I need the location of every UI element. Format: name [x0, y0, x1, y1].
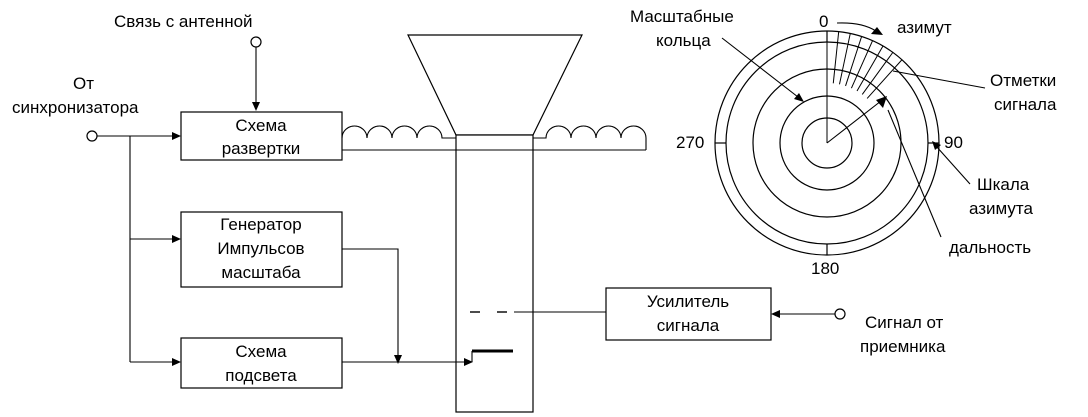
azimuth-scale-callout-arrow	[932, 141, 941, 150]
range-sweep-line	[826, 100, 882, 144]
signal-mark	[845, 36, 863, 87]
crt-screen-funnel	[407, 34, 583, 136]
signal-mark	[861, 52, 894, 95]
scale-to-grid-line	[342, 248, 399, 356]
azimuth-scale-callout	[935, 145, 971, 185]
azimuth-scale-label-line2: азимута	[969, 199, 1034, 218]
sweep-block-line2: развертки	[222, 139, 301, 158]
scale-to-grid-arrow	[394, 355, 402, 364]
amplifier-block-line2: сигнала	[657, 316, 720, 335]
azimuth-180-label: 180	[811, 259, 839, 278]
azimuth-90-label: 90	[944, 133, 963, 152]
sync-to-highlight-arrow	[172, 358, 181, 366]
sync-to-scale-arrow	[172, 235, 181, 243]
deflection-coil-left	[341, 125, 456, 139]
highlight-block-line1: Схема	[235, 342, 287, 361]
antenna-terminal	[250, 36, 262, 48]
azimuth-direction-arrow	[871, 27, 883, 35]
scale-generator-line3: масштаба	[221, 263, 301, 282]
azimuth-label: азимут	[897, 18, 952, 37]
highlight-to-grid-arrow	[464, 358, 473, 366]
signal-marks-callout	[892, 70, 986, 89]
azimuth-270-label: 270	[676, 133, 704, 152]
sweep-block: Схема развертки	[180, 111, 343, 161]
amplifier-block: Усилитель сигнала	[605, 287, 772, 341]
sync-terminal	[86, 130, 98, 142]
receiver-label-line1: Сигнал от	[865, 313, 944, 332]
highlight-block: Схема подсвета	[180, 337, 343, 389]
scale-rings-label-line2: кольца	[656, 31, 711, 50]
antenna-label: Связь с антенной	[114, 12, 253, 31]
deflection-coil-right	[533, 125, 647, 150]
receiver-label-line2: приемника	[860, 337, 946, 356]
signal-mark	[850, 40, 874, 89]
receiver-to-amplifier-arrow	[771, 310, 780, 318]
sync-label-line1: От	[73, 74, 94, 93]
ppi-display	[714, 30, 940, 256]
scale-generator-block: Генератор Импульсов масштаба	[180, 211, 343, 288]
range-callout	[887, 109, 942, 238]
azimuth-direction-arc	[836, 22, 877, 32]
azimuth-scale-label-line1: Шкала	[977, 175, 1030, 194]
scale-rings-callout	[721, 37, 799, 98]
signal-marks-sector	[826, 31, 903, 143]
amplifier-block-line1: Усилитель	[647, 292, 729, 311]
signal-mark	[866, 59, 903, 99]
crt-neck	[455, 134, 534, 413]
signal-marks-label-line2: сигнала	[994, 95, 1057, 114]
azimuth-0-label: 0	[819, 12, 828, 31]
sync-to-sweep-arrow	[172, 132, 181, 140]
signal-mark	[838, 33, 851, 85]
receiver-terminal	[834, 308, 846, 320]
sweep-block-line1: Схема	[235, 116, 287, 135]
scale-generator-line1: Генератор	[220, 215, 301, 234]
range-sweep-arrow	[876, 96, 887, 108]
signal-mark	[832, 31, 840, 84]
sync-label-line2: синхронизатора	[12, 98, 139, 117]
range-label: дальность	[949, 238, 1031, 257]
signal-mark	[856, 45, 884, 92]
scale-generator-line2: Импульсов	[217, 239, 304, 258]
signal-marks-label-line1: Отметки	[990, 71, 1056, 90]
scale-rings-callout-arrow	[794, 93, 804, 102]
scale-rings-label-line1: Масштабные	[630, 7, 734, 26]
antenna-arrow	[252, 102, 260, 111]
highlight-block-line2: подсвета	[225, 366, 297, 385]
